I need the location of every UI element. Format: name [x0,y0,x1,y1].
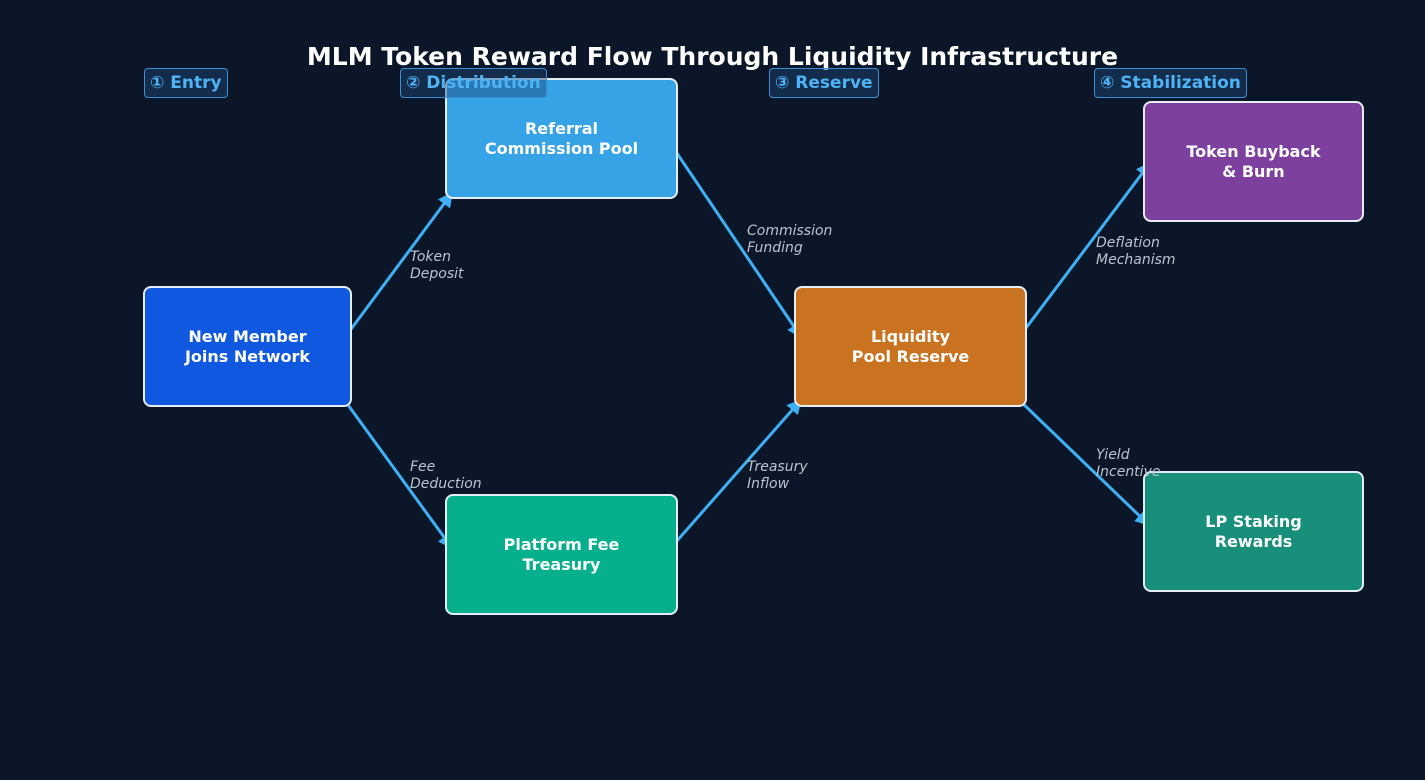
stage-stabilization-label: ④ Stabilization [1094,68,1247,98]
arrow-deflation-mechanism [1015,161,1152,342]
stage-reserve-label: ③ Reserve [769,68,879,98]
arrow-fee-deduction [341,396,454,550]
node-liquidity-pool-reserve: Liquidity Pool Reserve [794,286,1027,407]
edge-label-token-deposit: Token Deposit [410,249,464,282]
node-referral-commission-pool: Referral Commission Pool [445,78,678,199]
node-platform-fee-treasury: Platform Fee Treasury [445,494,678,615]
edge-label-treasury-inflow: Treasury Inflow [747,459,808,492]
edge-label-commission-funding: Commission Funding [747,223,833,256]
arrow-commission-funding [666,138,803,339]
node-token-buyback-burn: Token Buyback & Burn [1143,101,1364,222]
edge-label-deflation-mechanism: Deflation Mechanism [1096,235,1176,268]
edge-label-yield-incentive: Yield Incentive [1096,447,1161,480]
stage-distribution-label: ② Distribution [400,68,547,98]
stage-entry-label: ① Entry [144,68,228,98]
diagram-title: MLM Token Reward Flow Through Liquidity … [306,42,1119,71]
node-lp-staking-rewards: LP Staking Rewards [1143,471,1364,592]
arrow-treasury-inflow [666,398,803,553]
edge-label-fee-deduction: Fee Deduction [410,459,482,492]
arrow-yield-incentive [1015,396,1151,527]
node-new-member: New Member Joins Network [143,286,352,407]
arrow-token-deposit [341,191,454,342]
